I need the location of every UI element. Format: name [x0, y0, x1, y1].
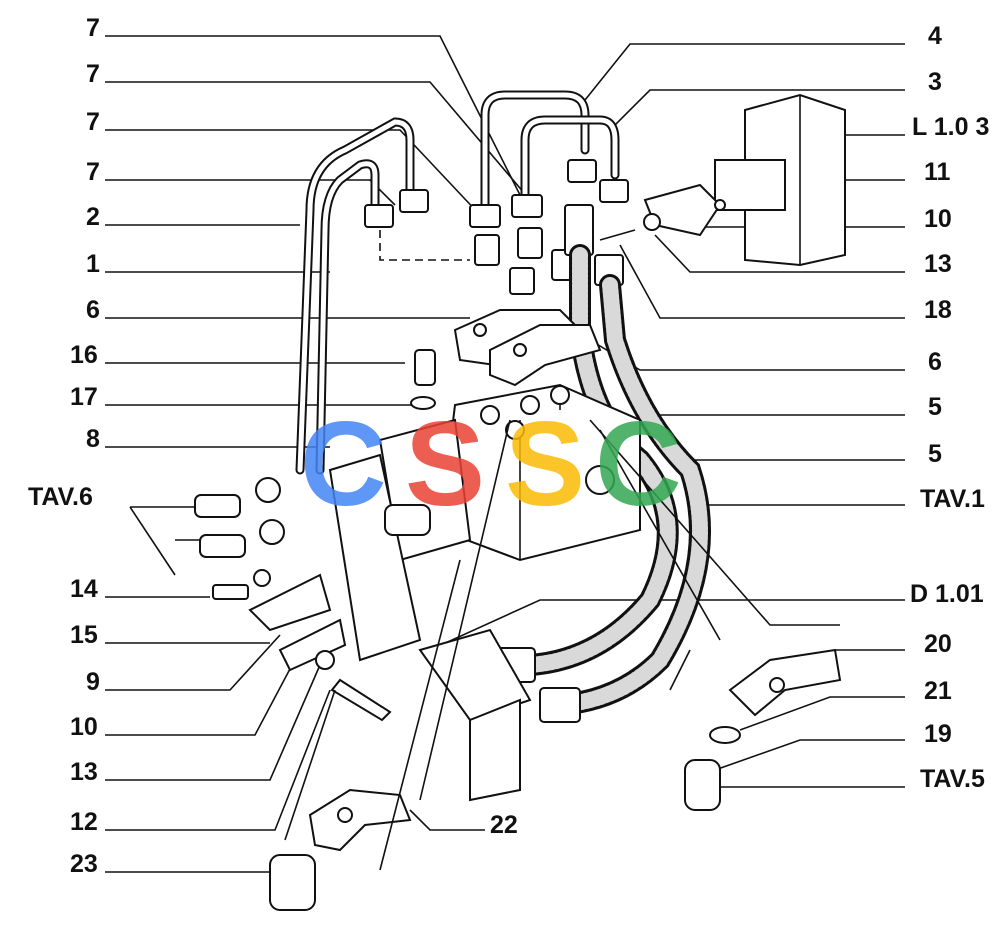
- flexible-hoses: [494, 244, 711, 723]
- watermark-letter-2: S: [405, 397, 485, 531]
- lower-parts: [269, 419, 842, 911]
- watermark-letter-4: C: [595, 397, 682, 531]
- callout-18: 18: [924, 296, 952, 324]
- callout-8: 8: [86, 425, 100, 453]
- callout-4: 4: [928, 22, 942, 50]
- side-panel: [643, 93, 846, 267]
- callout-10: 10: [70, 713, 98, 741]
- left-small-parts: [129, 477, 392, 722]
- callout-tav5: TAV.5: [920, 765, 985, 793]
- watermark-letter-1: C: [300, 397, 387, 531]
- left-labels: 7 7 7 7 2 1 6 16 17 8 TAV.6 14 15 9 10 1…: [28, 14, 100, 878]
- callout-13r: 13: [924, 250, 952, 278]
- callout-19: 19: [924, 720, 952, 748]
- callout-20: 20: [924, 630, 952, 658]
- left-leader-lines: [105, 35, 531, 873]
- callout-tav1: TAV.1: [920, 485, 985, 513]
- callout-12: 12: [70, 808, 98, 836]
- right-labels: 4 3 L 1.0 3 11 10 13 18 6 5 5 TAV.1 D 1.…: [910, 22, 989, 793]
- callout-d101: D 1.01: [910, 580, 984, 608]
- callout-3: 3: [928, 68, 942, 96]
- callout-14: 14: [70, 575, 98, 603]
- callout-15: 15: [70, 621, 98, 649]
- rigid-pipes: [295, 90, 620, 475]
- watermark: C S S C: [300, 397, 682, 531]
- callout-1: 1: [86, 250, 100, 278]
- callout-5a: 5: [928, 393, 942, 421]
- callout-5b: 5: [928, 440, 942, 468]
- callout-l103: L 1.0 3: [912, 113, 989, 141]
- callout-6: 6: [86, 296, 100, 324]
- callout-7c: 7: [86, 108, 100, 136]
- callout-7d: 7: [86, 158, 100, 186]
- callout-6r: 6: [928, 348, 942, 376]
- callout-tav6: TAV.6: [28, 483, 93, 511]
- callout-10r: 10: [924, 205, 952, 233]
- valve-block: [328, 383, 641, 802]
- callout-22: 22: [490, 811, 518, 839]
- callout-23: 23: [70, 850, 98, 878]
- callout-7b: 7: [86, 60, 100, 88]
- callout-9: 9: [86, 668, 100, 696]
- callout-7a: 7: [86, 14, 100, 42]
- pipe-fittings: [364, 159, 636, 295]
- brackets: [410, 309, 602, 410]
- callout-11: 11: [924, 158, 951, 186]
- callout-21: 21: [924, 677, 952, 705]
- callout-16: 16: [70, 341, 98, 369]
- watermark-letter-3: S: [505, 397, 585, 531]
- callout-17: 17: [70, 383, 98, 411]
- callout-13: 13: [70, 758, 98, 786]
- callout-2: 2: [86, 203, 100, 231]
